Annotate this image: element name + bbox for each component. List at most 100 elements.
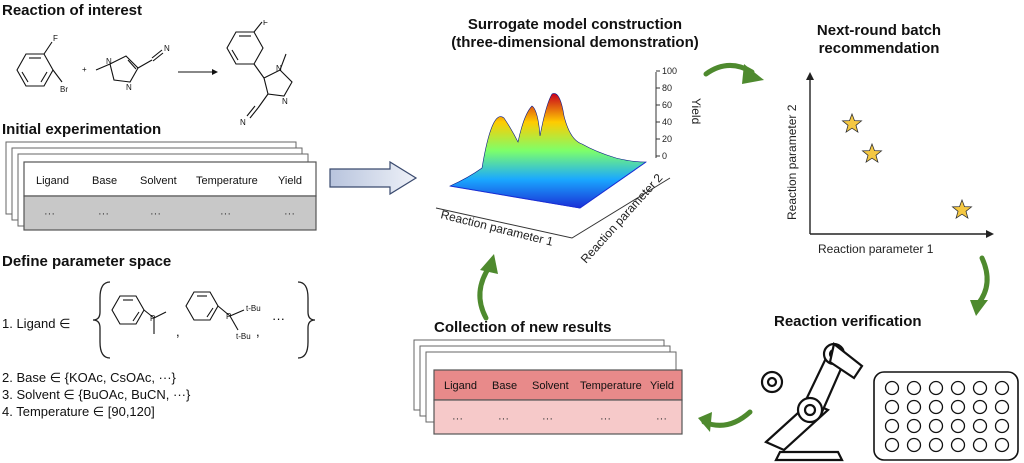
cell-placeholder: ··· (284, 208, 295, 220)
reaction-heading: Reaction of interest (2, 2, 143, 19)
robot-and-plate (760, 342, 1019, 462)
well-icon (994, 437, 1010, 453)
atom-f: F (263, 20, 268, 27)
well-icon (928, 399, 944, 415)
column-header: Solvent (532, 380, 569, 392)
well-icon (906, 418, 922, 434)
reactant-imidazole: N N N (95, 44, 170, 92)
robot-arm-icon (760, 342, 864, 462)
well-icon (884, 399, 900, 415)
recommendation-star-icon (951, 198, 973, 220)
z-tick-label: 0 (662, 151, 667, 161)
cell-placeholder: ··· (44, 208, 55, 220)
solvent-definition: 3. Solvent ∈ {BuOAc, BuCN, ···} (2, 387, 191, 402)
well-icon (928, 418, 944, 434)
initial-table: Ligand Base Solvent Temperature Yield ··… (23, 161, 317, 231)
recommendation-star-icon (841, 112, 863, 134)
column-header: Ligand (36, 175, 69, 187)
column-header: Solvent (140, 175, 177, 187)
temperature-definition: 4. Temperature ∈ [90,120] (2, 404, 155, 419)
z-tick-label: 100 (662, 66, 677, 76)
well-icon (950, 418, 966, 434)
comma: , (256, 324, 260, 339)
arrow-to-surrogate (477, 263, 493, 321)
define-heading: Define parameter space (2, 253, 172, 270)
z-tick-label: 60 (662, 100, 672, 110)
well-icon (994, 418, 1010, 434)
atom-n: N (126, 83, 132, 92)
cell-placeholder: ··· (452, 413, 463, 425)
new-table-stack: Ligand Base Solvent Temperature Yield ··… (413, 339, 683, 435)
arrow-to-verification (975, 255, 990, 307)
collection-heading: Collection of new results (434, 319, 612, 336)
well-icon (972, 437, 988, 453)
tbu-label: t-Bu (246, 304, 261, 313)
z-tick-label: 20 (662, 134, 672, 144)
column-header: Base (92, 175, 117, 187)
reaction-scheme: F Br + N N N F N N N (16, 20, 293, 127)
well-icon (950, 399, 966, 415)
plus-sign: + (82, 65, 87, 74)
cell-placeholder: ··· (542, 413, 553, 425)
atom-n: N (276, 64, 282, 73)
well-icon (950, 437, 966, 453)
reactant-aryl-halide: F Br (16, 34, 68, 94)
column-header: Yield (278, 175, 302, 187)
atom-n: N (106, 57, 112, 66)
cell-placeholder: ··· (220, 208, 231, 220)
column-header: Temperature (196, 175, 258, 187)
response-surface (448, 93, 647, 209)
verification-heading: Reaction verification (774, 313, 922, 330)
atom-n: N (282, 97, 288, 106)
z-axis-label: Yield (689, 98, 703, 124)
cell-placeholder: ··· (150, 208, 161, 220)
scatter-y-label: Reaction parameter 2 (785, 104, 799, 220)
well-icon (994, 380, 1010, 396)
well-icon (884, 418, 900, 434)
ellipsis: ··· (272, 311, 285, 326)
well-icon (906, 399, 922, 415)
comma: , (176, 324, 180, 339)
new-results-table: Ligand Base Solvent Temperature Yield ··… (433, 369, 683, 435)
well-icon (994, 399, 1010, 415)
z-tick-label: 40 (662, 117, 672, 127)
well-icon (972, 418, 988, 434)
column-header: Ligand (444, 380, 477, 392)
cell-placeholder: ··· (98, 208, 109, 220)
atom-p: P (226, 312, 231, 321)
initial-table-stack: Ligand Base Solvent Temperature Yield ··… (5, 141, 317, 231)
surface-plot: 0 20 40 60 80 100 Yield Reaction paramet… (435, 66, 703, 266)
atom-n: N (240, 118, 246, 127)
initial-heading: Initial experimentation (2, 121, 162, 138)
cell-placeholder: ··· (600, 413, 611, 425)
tbu-label: t-Bu (236, 332, 251, 341)
column-header: Temperature (580, 380, 642, 392)
scatter-x-label: Reaction parameter 1 (818, 242, 934, 256)
well-icon (906, 380, 922, 396)
well-icon (906, 437, 922, 453)
base-definition: 2. Base ∈ {KOAc, CsOAc, ···} (2, 370, 176, 385)
well-icon (884, 380, 900, 396)
well-icon (950, 380, 966, 396)
scatter-plot: Reaction parameter 2 Reaction parameter … (785, 72, 994, 256)
well-icon (928, 437, 944, 453)
atom-f: F (53, 34, 58, 43)
atom-br: Br (60, 85, 68, 94)
product-molecule: F N N N (226, 20, 293, 127)
well-icon (972, 380, 988, 396)
cell-placeholder: ··· (498, 413, 509, 425)
recommendation-star-icon (861, 142, 883, 164)
atom-n: N (164, 44, 170, 53)
well-icon (884, 437, 900, 453)
atom-p: P (150, 314, 155, 323)
surrogate-heading: Surrogate model construction (three-dime… (451, 16, 699, 51)
ligand-definition: 1. Ligand ∈ (2, 316, 71, 331)
nextround-heading: Next-round batch recommendation (816, 22, 942, 57)
block-arrow (329, 160, 418, 196)
z-ticks: 0 20 40 60 80 100 (656, 66, 677, 161)
cell-placeholder: ··· (656, 413, 667, 425)
ligand-structures: P , P t-Bu t-Bu , ··· (92, 281, 316, 359)
column-header: Yield (650, 380, 674, 392)
column-header: Base (492, 380, 517, 392)
